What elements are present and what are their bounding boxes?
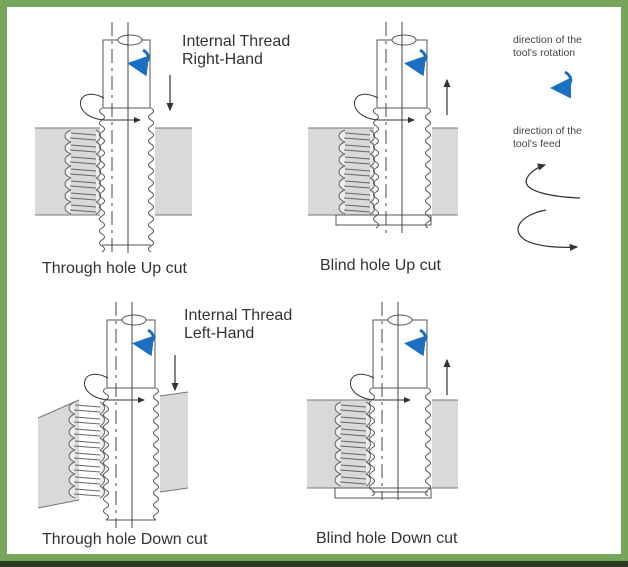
tool-shank-end xyxy=(117,34,143,46)
bottom-border xyxy=(0,561,628,567)
orbit-feed-arrow-icon xyxy=(350,373,411,403)
blind-hole-bottom xyxy=(334,487,432,499)
tool-shank-end xyxy=(391,34,417,46)
diagram-blind-hole-down-cut xyxy=(307,302,458,500)
tool-shank xyxy=(106,319,156,389)
tool-shank-end xyxy=(121,314,147,326)
workpiece-right xyxy=(432,400,458,488)
internal-thread xyxy=(334,401,371,487)
diagram-through-hole-down-cut xyxy=(37,302,189,528)
rotation-arrow-icon xyxy=(550,70,573,99)
legend-feed-line1: direction of the xyxy=(513,125,582,137)
group-title-right-hand-line1: Internal Thread xyxy=(182,33,290,50)
workpiece-edges xyxy=(37,391,189,509)
rotation-arrow-icon xyxy=(132,328,155,357)
internal-thread xyxy=(64,129,101,215)
caption-blind-hole-up-cut: Blind hole Up cut xyxy=(320,257,442,274)
blind-hole-bottom xyxy=(335,214,432,226)
rotation-arrow-icon xyxy=(127,48,150,77)
caption-through-hole-down-cut: Through hole Down cut xyxy=(42,531,208,548)
internal-thread xyxy=(68,401,105,499)
caption-blind-hole-down-cut: Blind hole Down cut xyxy=(316,530,458,547)
orbit-feed-arrow-icon xyxy=(354,93,415,123)
legend-rotation-line1: direction of the xyxy=(513,34,582,46)
legend-feed-line2: tool's feed xyxy=(513,138,561,150)
group-title-left-hand-line2: Left-Hand xyxy=(184,325,254,342)
internal-thread xyxy=(338,129,375,215)
tool-shank-end xyxy=(387,314,413,326)
thread-mill-cutter xyxy=(99,107,154,253)
feed-arrow-up-icon xyxy=(525,163,581,199)
feed-arrow-down-icon xyxy=(517,209,579,252)
workpiece-right xyxy=(160,392,188,492)
caption-through-hole-up-cut: Through hole Up cut xyxy=(42,260,188,277)
tool-shank xyxy=(372,319,428,389)
thread-mill-cutter xyxy=(103,387,159,521)
workpiece-right xyxy=(432,128,458,215)
orbit-feed-arrow-icon xyxy=(80,93,141,123)
workpiece-right xyxy=(155,128,192,215)
rotation-arrow-icon xyxy=(404,48,427,77)
group-title-left-hand-line1: Internal Thread xyxy=(184,307,292,324)
orbit-feed-arrow-icon xyxy=(84,373,145,403)
thread-mill-cutter xyxy=(369,387,431,497)
rotation-arrow-icon xyxy=(404,328,427,357)
diagram-through-hole-up-cut xyxy=(35,22,192,253)
diagram-blind-hole-up-cut xyxy=(308,22,458,233)
group-title-right-hand-line2: Right-Hand xyxy=(182,51,263,68)
workpiece-edges xyxy=(35,127,192,216)
legend-rotation-line2: tool's rotation xyxy=(513,47,575,59)
